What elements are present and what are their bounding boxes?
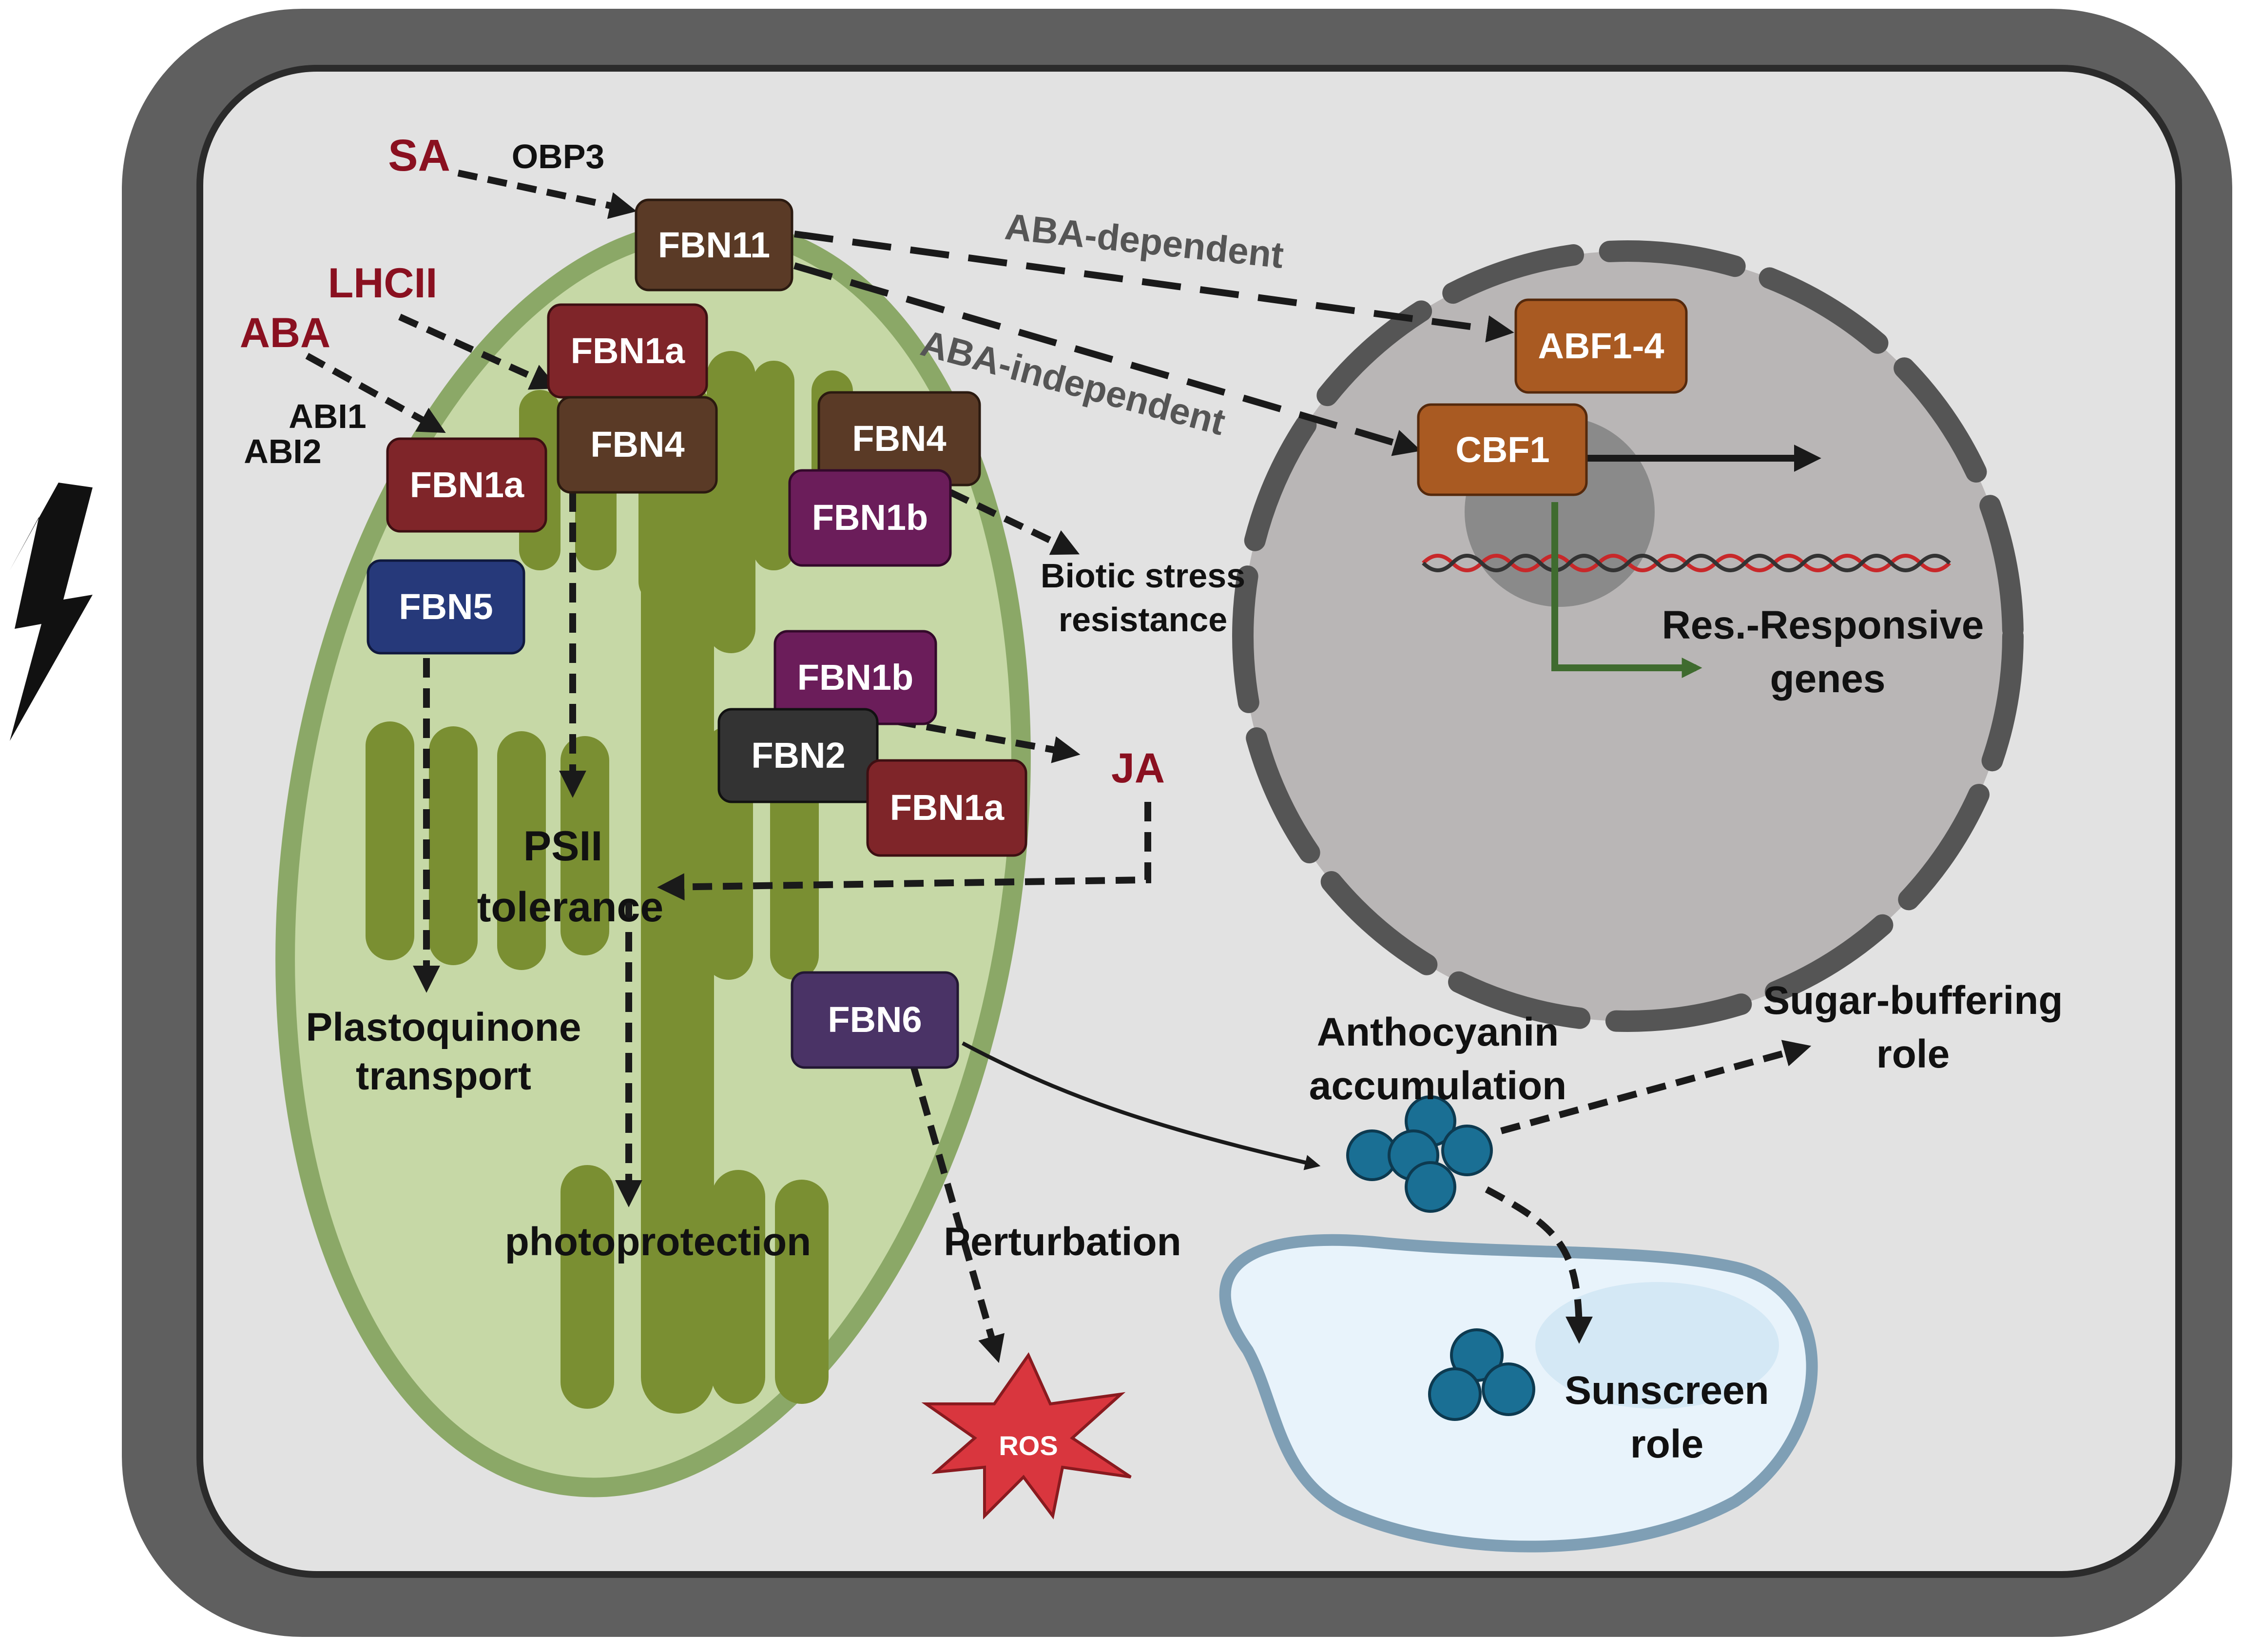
- photoprotection-label: photoprotection: [505, 1220, 812, 1264]
- aba-label: ABA: [240, 310, 330, 356]
- lightning-bolt-icon: [10, 483, 93, 741]
- sugar-buffering-label-2: role: [1876, 1032, 1950, 1076]
- arrow-aba-fbn1a: [305, 352, 446, 433]
- ja-label: JA: [1111, 745, 1165, 792]
- anthocyanin-label-2: accumulation: [1309, 1064, 1567, 1108]
- plastoquinone-label-1: Plastoquinone: [306, 1005, 581, 1050]
- psii-label-1: PSII: [523, 823, 603, 870]
- fbn1a-left-label: FBN1a: [410, 465, 524, 505]
- sa-label: SA: [388, 131, 450, 180]
- biotic-stress-label-2: resistance: [1059, 601, 1227, 639]
- fbn4-left-label: FBN4: [590, 424, 684, 465]
- arrow-lhcii-fbn4: [398, 313, 559, 390]
- cbf1-box[interactable]: CBF1: [1417, 403, 1588, 496]
- fbn4-left-box[interactable]: FBN4: [557, 396, 718, 494]
- fbn4-right-box[interactable]: FBN4: [817, 391, 981, 486]
- fbn1a-left-box[interactable]: FBN1a: [386, 437, 547, 533]
- ros-burst: [921, 1352, 1132, 1520]
- fbn1b-mid-label: FBN1b: [797, 657, 913, 698]
- arrow-fbn6-anthocyanin: [962, 1041, 1321, 1170]
- fbn11-label: FBN11: [658, 225, 770, 265]
- abf-label: ABF1-4: [1538, 326, 1664, 366]
- arrow-aba-dependent: [794, 231, 1514, 343]
- ros-label: ROS: [999, 1430, 1058, 1461]
- fbn5-label: FBN5: [399, 586, 493, 627]
- res-responsive-label-2: genes: [1770, 657, 1886, 701]
- abi2-label: ABI2: [244, 432, 321, 470]
- abi1-label: ABI1: [289, 397, 366, 435]
- fbn2-label: FBN2: [751, 735, 845, 776]
- fbn1b-top-label: FBN1b: [812, 497, 928, 538]
- sunscreen-label-1: Sunscreen: [1565, 1368, 1769, 1413]
- dna-helix: [1422, 554, 1951, 572]
- arrow-genes: [1551, 502, 1702, 678]
- fbn6-box[interactable]: FBN6: [791, 971, 959, 1069]
- arrow-fbn6-ros: [910, 1067, 1005, 1363]
- fbn1a-top-box[interactable]: FBN1a: [547, 303, 708, 399]
- arrow-antho-sugar: [1500, 1040, 1812, 1134]
- sunscreen-label-2: role: [1630, 1422, 1703, 1466]
- anthocyanin-label-1: Anthocyanin: [1317, 1010, 1559, 1054]
- anthocyanin-cluster: [1346, 1095, 1493, 1213]
- abf-box[interactable]: ABF1-4: [1514, 298, 1688, 394]
- fbn1a-mid-label: FBN1a: [890, 787, 1005, 828]
- arrow-antho-sunscreen: [1485, 1186, 1593, 1344]
- arrow-ja-psii: [657, 802, 1151, 901]
- fbn1a-mid-box[interactable]: FBN1a: [866, 759, 1027, 857]
- cbf1-label: CBF1: [1455, 429, 1549, 470]
- fbn4-right-label: FBN4: [852, 418, 946, 459]
- fbn1a-top-label: FBN1a: [571, 330, 685, 371]
- fbn2-box[interactable]: FBN2: [717, 708, 879, 803]
- sugar-buffering-label-1: Sugar-buffering: [1763, 978, 2063, 1023]
- arrow-fbn1b-biotic: [948, 489, 1080, 555]
- biotic-stress-label-1: Biotic stress: [1041, 557, 1245, 595]
- arrow-aba-independent: [793, 262, 1422, 456]
- fbn1b-top-box[interactable]: FBN1b: [788, 469, 952, 567]
- fbn5-box[interactable]: FBN5: [367, 559, 525, 655]
- perturbation-label: Perturbation: [944, 1220, 1181, 1264]
- connectors: [305, 170, 1812, 1363]
- res-responsive-label-1: Res.-Responsive: [1662, 603, 1984, 647]
- fbn11-box[interactable]: FBN11: [635, 198, 793, 292]
- fbn1b-mid-box[interactable]: FBN1b: [773, 630, 937, 725]
- fbn6-label: FBN6: [828, 999, 922, 1040]
- obp3-label: OBP3: [512, 137, 605, 175]
- lhcii-label: LHCII: [328, 260, 438, 307]
- anthocyanin-vacuole-cluster: [1428, 1328, 1535, 1421]
- plastoquinone-label-2: transport: [356, 1054, 531, 1098]
- psii-label-2: tolerance: [477, 884, 663, 931]
- pathway-arrows: [793, 231, 1514, 456]
